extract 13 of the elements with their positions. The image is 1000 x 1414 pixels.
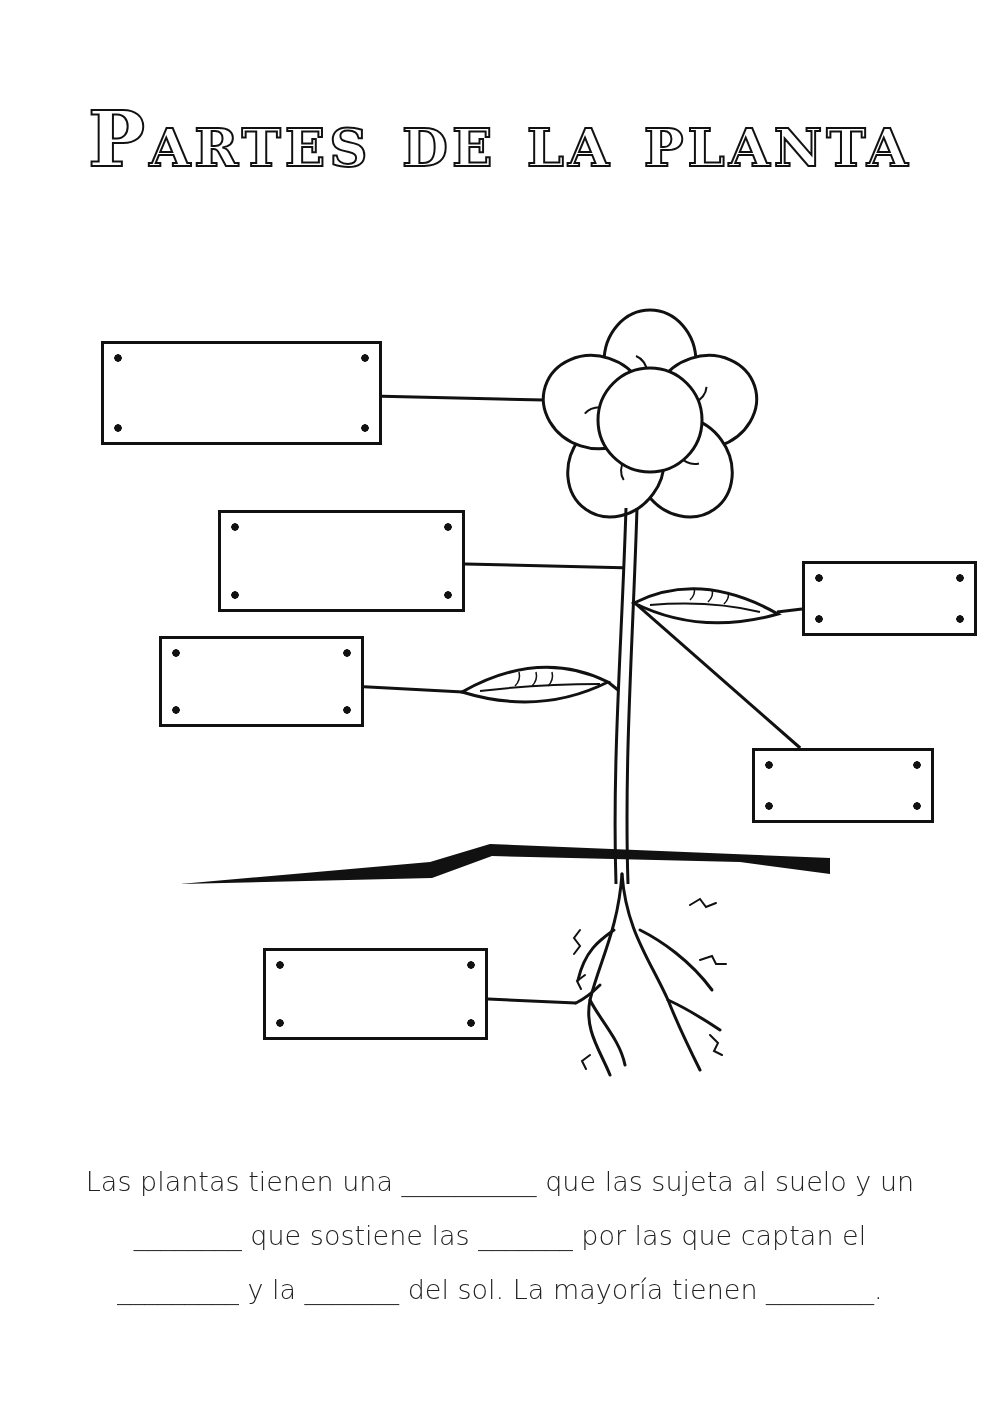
answer-box [263,948,488,1040]
leader-line [776,607,803,614]
answer-box [752,748,934,823]
title: Partes de la planta [87,95,913,184]
answer-box [101,341,382,445]
leader-line [381,394,544,402]
answer-box [218,510,465,612]
leader-line [363,685,464,694]
leader-line [464,562,624,570]
answer-box [802,561,977,636]
leader-line [487,997,577,1005]
answer-box [159,636,364,727]
fill-in-paragraph: Las plantas tienen una __________ que las sujeta al suelo y un ________ que sostiene las _______ por las que captan el _________ y la _______ del sol. La mayoría tienen ________. [84,1165,916,1307]
